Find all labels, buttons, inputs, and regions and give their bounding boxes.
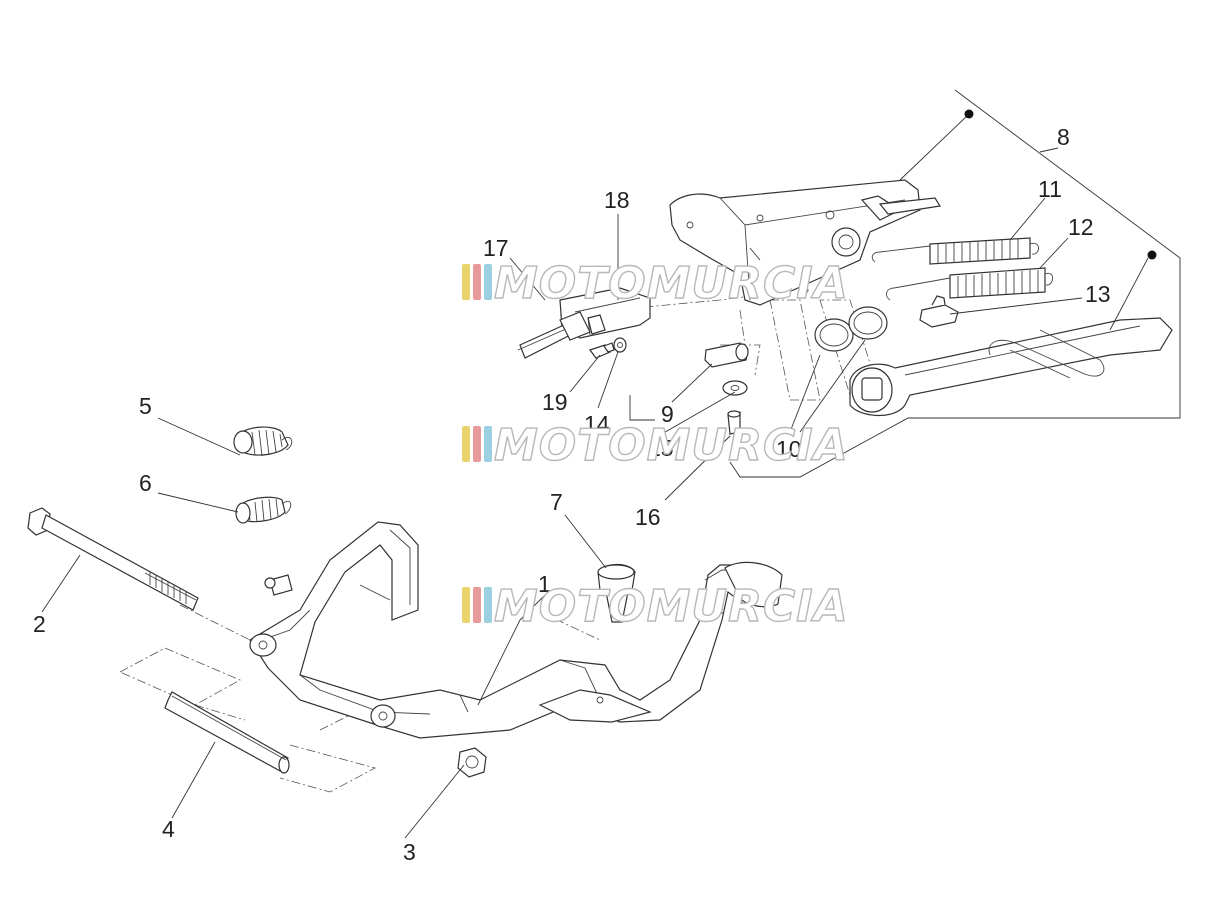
callout-9: 9 (661, 401, 674, 427)
watermark: MOTOMURCIA (462, 580, 849, 633)
watermark-stripe-yellow (462, 264, 470, 300)
callout-2: 2 (33, 611, 46, 637)
callout-8: 8 (1057, 124, 1070, 150)
callout-11: 11 (1038, 176, 1062, 202)
callout-15: 15 (648, 435, 674, 461)
part-17-cable (517, 311, 591, 359)
part-13-pad (919, 295, 959, 328)
callout-19: 19 (542, 389, 568, 415)
callout-4: 4 (162, 816, 175, 842)
callout-1: 1 (538, 571, 551, 597)
part-7-rubber-stop (597, 563, 636, 623)
part-9-bushing (704, 342, 749, 368)
part-16-pin (727, 410, 741, 435)
callout-17: 17 (483, 235, 509, 261)
subassembly-outline (729, 89, 1181, 478)
watermark-stripe-blue (484, 426, 492, 462)
part-1-center-stand (249, 521, 783, 739)
watermark-stripe-red (473, 426, 481, 462)
part-10-rings (814, 306, 888, 352)
callout-13: 13 (1085, 281, 1111, 307)
callout-5: 5 (139, 393, 152, 419)
callout-labels: 1 2 3 4 5 6 7 8 9 10 11 12 13 14 15 16 1… (33, 124, 1111, 865)
reference-dot (1147, 250, 1157, 260)
leader-lines (41, 114, 1149, 839)
callout-18: 18 (604, 187, 630, 213)
callout-6: 6 (139, 470, 152, 496)
callout-14: 14 (584, 411, 610, 437)
part-3-nut (457, 747, 487, 778)
callout-10: 10 (776, 436, 802, 462)
callout-7: 7 (550, 489, 563, 515)
part-2-bolt (27, 507, 199, 611)
watermark-text: MOTOMURCIA (494, 420, 849, 471)
watermark: MOTOMURCIA (462, 419, 849, 472)
side-stand-leg (849, 317, 1173, 417)
part-8-bracket (669, 179, 941, 306)
callout-3: 3 (403, 839, 416, 865)
callout-12: 12 (1068, 214, 1094, 240)
part-11-spring (871, 237, 1039, 265)
callout-16: 16 (635, 504, 661, 530)
watermark-stripe-blue (484, 264, 492, 300)
watermark-stripe-yellow (462, 587, 470, 623)
part-4-pin (164, 691, 290, 774)
part-14-washer (613, 337, 627, 353)
watermark: MOTOMURCIA (462, 257, 849, 310)
part-19-screw (589, 342, 615, 359)
part-12-spring (886, 267, 1054, 301)
part-15-washer (722, 380, 748, 396)
watermark-stripe-yellow (462, 426, 470, 462)
watermark-text: MOTOMURCIA (494, 581, 849, 632)
watermark-stripe-red (473, 264, 481, 300)
part-6-spring (235, 496, 292, 524)
watermark-stripe-red (473, 587, 481, 623)
reference-dot (964, 109, 974, 119)
watermark-text: MOTOMURCIA (494, 258, 849, 309)
part-5-spring (233, 426, 293, 457)
watermark-stripe-blue (484, 587, 492, 623)
